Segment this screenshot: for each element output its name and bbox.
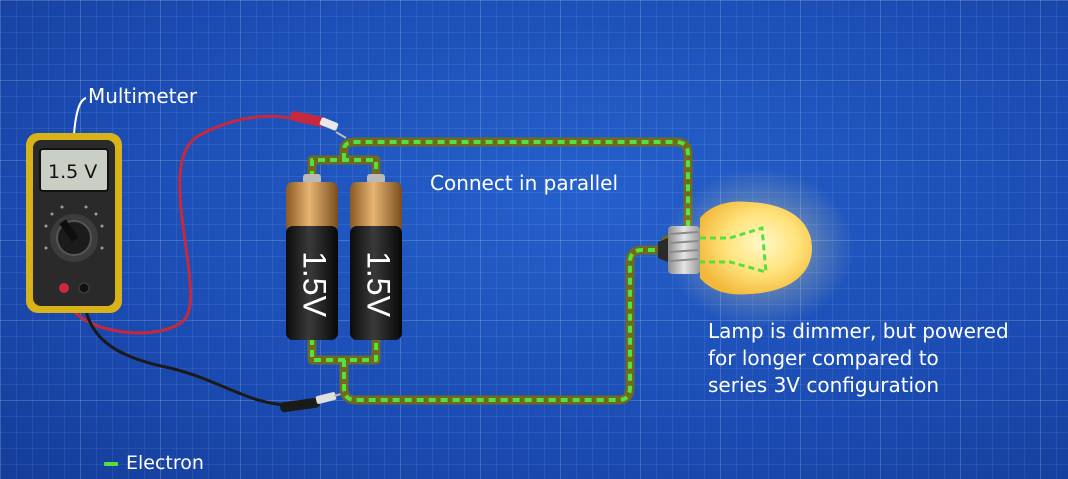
- multimeter-leader-line: [73, 97, 87, 135]
- electron-legend-swatch: [104, 462, 118, 466]
- connect-parallel-label: Connect in parallel: [430, 171, 619, 195]
- battery-2: [350, 174, 402, 340]
- lamp-note-line: Lamp is dimmer, but powered: [708, 319, 1009, 343]
- lamp-note-line: for longer compared to: [708, 346, 939, 370]
- black-probe: [280, 391, 349, 413]
- lamp-note-line: series 3V configuration: [708, 373, 940, 397]
- electron-legend-label: Electron: [126, 452, 204, 474]
- battery-1: [286, 174, 338, 340]
- black-probe-wire: [82, 292, 291, 407]
- red-probe: [290, 111, 347, 139]
- multimeter: [26, 133, 122, 313]
- multimeter-display-reading: 1.5 V: [48, 161, 98, 183]
- light-bulb: [658, 168, 855, 328]
- lamp-note: Lamp is dimmer, but powered for longer c…: [708, 318, 1009, 399]
- battery-1-label: 1.5V: [297, 251, 333, 317]
- red-probe-wire: [64, 114, 306, 335]
- multimeter-label: Multimeter: [88, 84, 198, 108]
- battery-2-label: 1.5V: [361, 251, 397, 317]
